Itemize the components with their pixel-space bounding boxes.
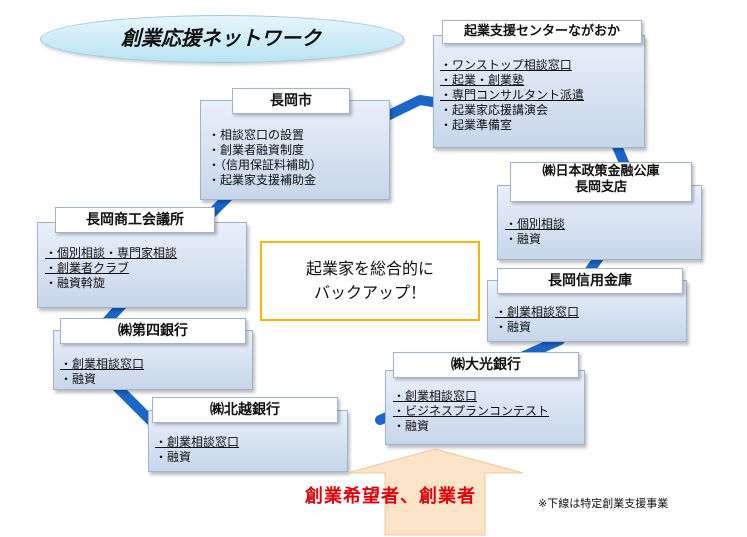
list-item: 起業家支援補助金 xyxy=(208,173,322,188)
list-item: ビジネスプランコンテスト xyxy=(393,404,549,419)
list-item: 創業相談窓口 xyxy=(393,389,549,404)
center-message-line1: 起業家を総合的に xyxy=(305,259,434,278)
list-item: 創業者クラブ xyxy=(45,261,177,276)
node-jfc-title-line1: ㈱日本政策金融公庫 xyxy=(542,164,660,179)
node-daishi-items: 創業相談窓口 融資 xyxy=(60,357,144,387)
page-title: 創業応援ネットワーク xyxy=(121,26,321,50)
up-arrow-icon xyxy=(346,448,524,536)
list-item: 創業相談窓口 xyxy=(60,357,144,372)
node-nagaoka-city-title: 長岡市 xyxy=(232,88,350,114)
list-item: 融資斡旋 xyxy=(45,276,177,291)
list-item: 個別相談 xyxy=(505,217,565,232)
node-hokuetsu-title: ㈱北越銀行 xyxy=(152,397,338,423)
node-taiko-title: ㈱大光銀行 xyxy=(393,352,579,378)
node-taiko-items: 創業相談窓口 ビジネスプランコンテスト 融資 xyxy=(393,389,549,434)
footnote: ※下線は特定創業支援事業 xyxy=(538,497,669,510)
list-item: ワンストップ相談窓口 xyxy=(440,58,584,73)
list-item: 創業相談窓口 xyxy=(155,435,239,450)
node-chamber-items: 個別相談・専門家相談 創業者クラブ 融資斡旋 xyxy=(45,246,177,291)
node-support-center-items: ワンストップ相談窓口 起業・創業塾 専門コンサルタント派遣 起業家応援講演会 起… xyxy=(440,58,584,133)
list-item: 融資 xyxy=(393,419,549,434)
center-message-line2: バックアップ！ xyxy=(313,283,426,302)
node-hokuetsu-items: 創業相談窓口 融資 xyxy=(155,435,239,465)
list-item: 融資 xyxy=(155,450,239,465)
list-item: 専門コンサルタント派遣 xyxy=(440,88,584,103)
list-item: 融資 xyxy=(60,372,144,387)
node-daishi-title: ㈱第四銀行 xyxy=(60,318,246,344)
list-item: 相談窓口の設置 xyxy=(208,128,322,143)
list-item: 融資 xyxy=(495,320,579,335)
node-jfc-items: 個別相談 融資 xyxy=(505,217,565,247)
list-item: 個別相談・専門家相談 xyxy=(45,246,177,261)
list-item: 創業者融資制度 xyxy=(208,143,322,158)
list-item: 創業相談窓口 xyxy=(495,305,579,320)
list-item: （信用保証料補助） xyxy=(208,158,322,173)
list-item: 融資 xyxy=(505,232,565,247)
node-chamber-title: 長岡商工会議所 xyxy=(55,207,215,233)
node-jfc-title: ㈱日本政策金融公庫 長岡支店 xyxy=(510,162,692,202)
list-item: 起業準備室 xyxy=(440,118,584,133)
node-nagaoka-city-items: 相談窓口の設置 創業者融資制度 （信用保証料補助） 起業家支援補助金 xyxy=(208,128,322,188)
title-ellipse xyxy=(40,15,404,63)
node-shinkin-title: 長岡信用金庫 xyxy=(497,268,683,294)
applicant-label: 創業希望者、創業者 xyxy=(305,486,476,507)
list-item: 起業・創業塾 xyxy=(440,73,584,88)
node-shinkin-items: 創業相談窓口 融資 xyxy=(495,305,579,335)
center-message-box: 起業家を総合的に バックアップ！ xyxy=(260,241,480,321)
node-support-center-title: 起業支援センターながおか xyxy=(442,20,642,44)
node-jfc-title-line2: 長岡支店 xyxy=(574,180,627,196)
list-item: 起業家応援講演会 xyxy=(440,103,584,118)
